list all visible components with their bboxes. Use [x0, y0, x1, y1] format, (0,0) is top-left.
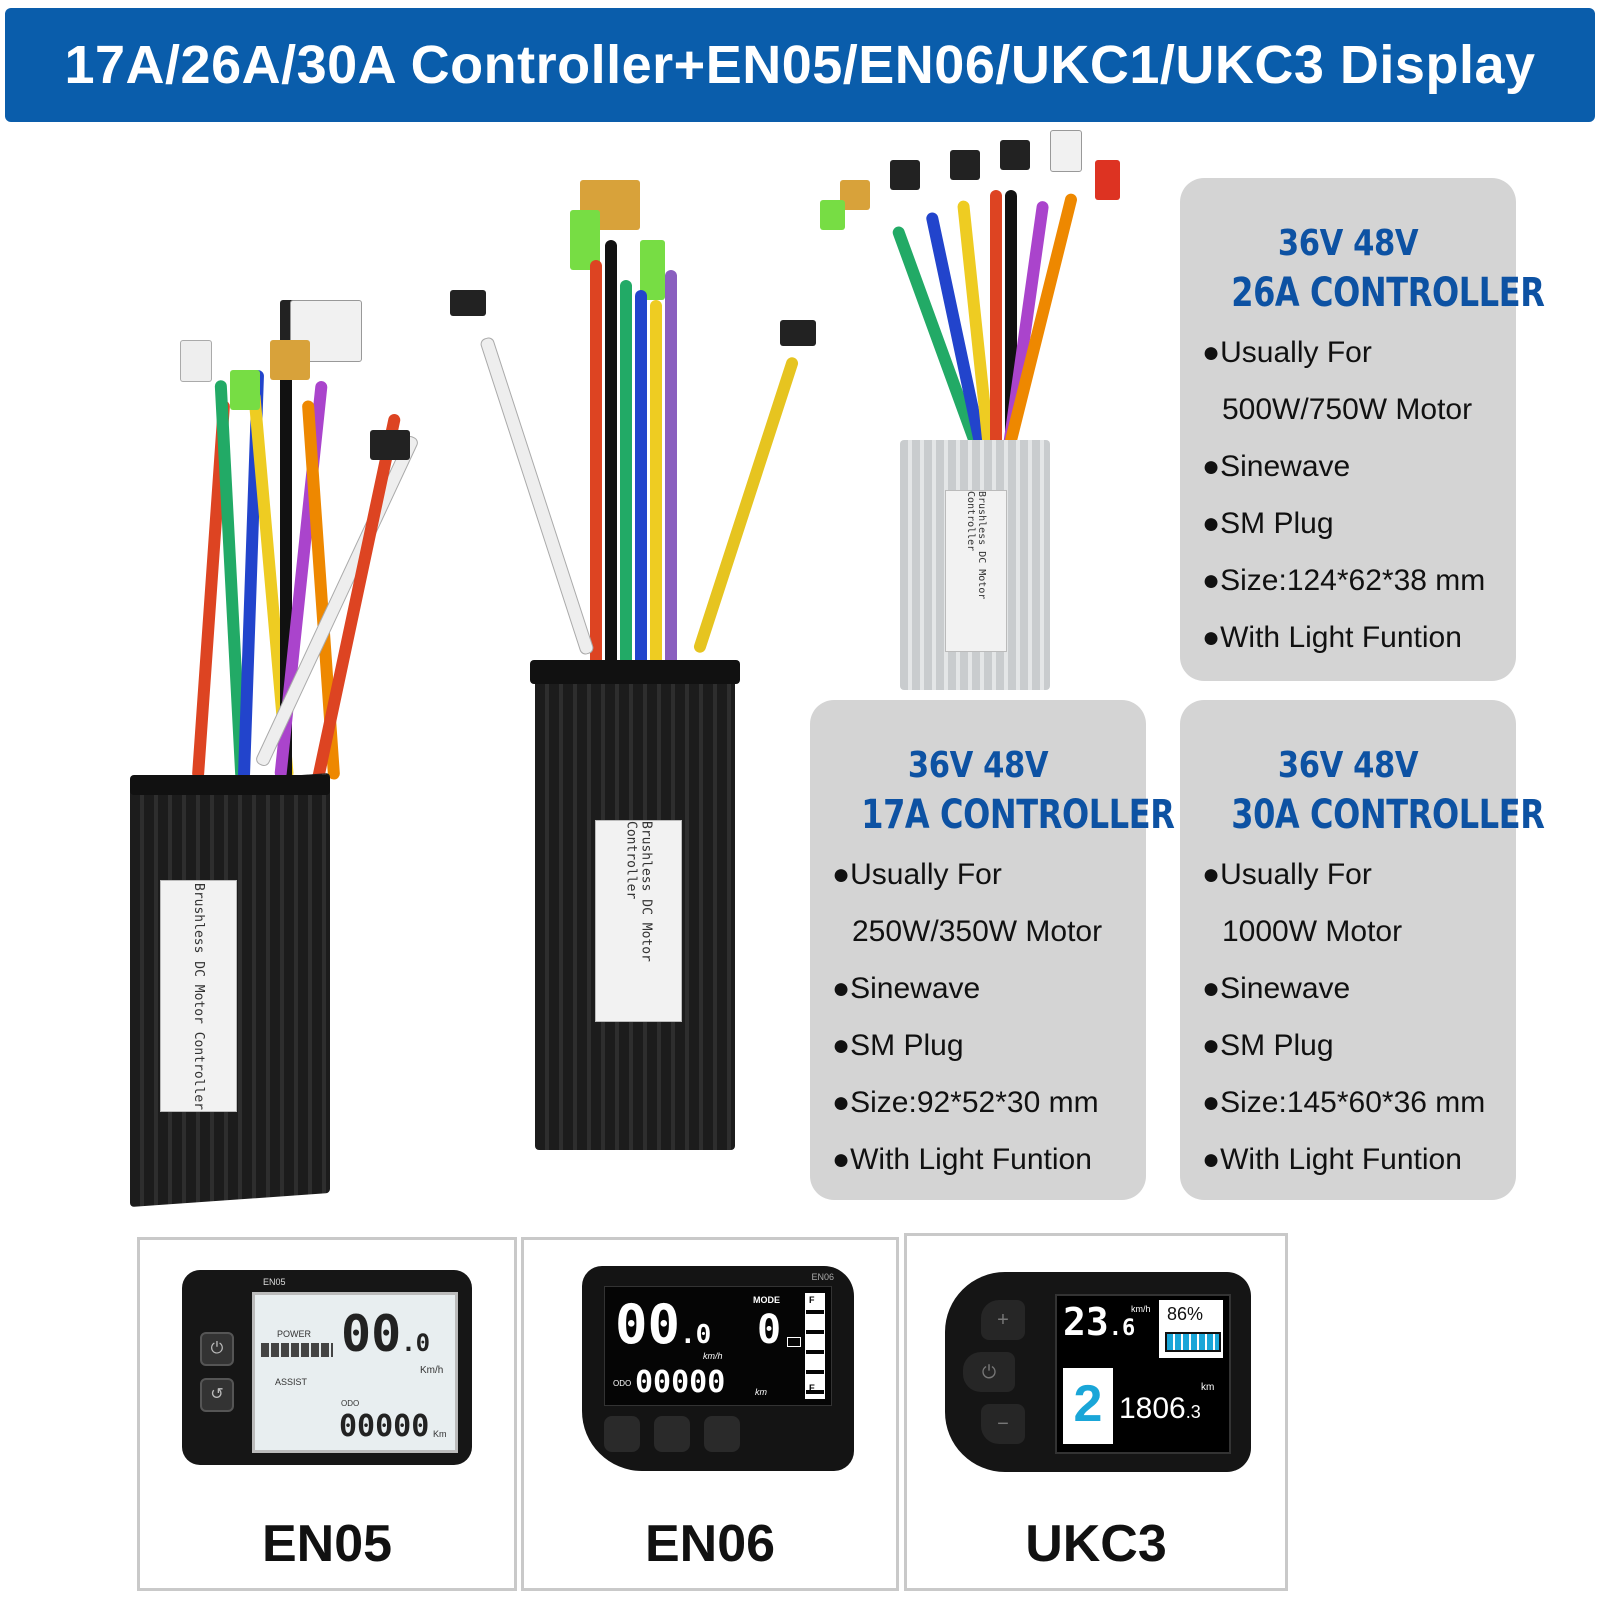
fuel-gauge — [805, 1293, 825, 1399]
controller-photo-middle: Brushless DC Motor Controller — [440, 180, 820, 1180]
card-voltage: 36V 48V — [907, 745, 1049, 786]
card-title: 17A CONTROLLER — [861, 792, 1175, 838]
spec-item: ●With Light Funtion — [1202, 1143, 1462, 1176]
odo-label: ODO — [613, 1379, 632, 1388]
spec-item: ●With Light Funtion — [832, 1143, 1092, 1176]
spec-card-17a: 36V 48V 17A CONTROLLER ●Usually For 250W… — [810, 700, 1175, 1200]
ukc3-odometer: 1806.3 — [1119, 1392, 1201, 1425]
button-icon — [654, 1416, 690, 1452]
en06-speed-unit: km/h — [703, 1351, 723, 1361]
en06-odometer: 00000 — [635, 1365, 726, 1400]
controller-label-left: Brushless DC Motor Controller — [191, 882, 206, 1110]
spec-item: ●With Light Funtion — [1202, 621, 1462, 654]
spec-item: ●Sinewave — [1202, 972, 1351, 1005]
en05-speed-unit: Km/h — [420, 1365, 444, 1376]
spec-item: ●Sinewave — [1202, 450, 1351, 483]
en06-odo-unit: km — [755, 1387, 767, 1397]
en05-speed: 00.0 — [341, 1305, 431, 1363]
spec-item: ●SM Plug — [1202, 1029, 1334, 1062]
spec-item: ●Sinewave — [832, 972, 981, 1005]
power-button-icon: ⏻ — [963, 1352, 1015, 1392]
assist-label: ASSIST — [275, 1377, 308, 1387]
mode-button-icon: ↺ — [200, 1378, 234, 1412]
level-panel: 2 — [1063, 1368, 1113, 1444]
spec-item: ●SM Plug — [832, 1029, 964, 1062]
ukc3-screen: 23.6 km/h 86% 2 1806.3 km — [1055, 1294, 1231, 1454]
power-button-icon: ⏻ — [200, 1332, 234, 1366]
display-card-en06: EN06 00.0 km/h MODE 0 F E ODO 00000 km E… — [521, 1237, 899, 1591]
controller-photo-silver: Brushless DC Motor Controller — [810, 130, 1140, 700]
en06-screen: 00.0 km/h MODE 0 F E ODO 00000 km — [604, 1286, 832, 1406]
button-icon — [604, 1416, 640, 1452]
spec-item: ●SM Plug — [1202, 507, 1334, 540]
spec-item: ●Usually For — [1202, 336, 1372, 369]
en05-odometer: 00000 — [339, 1409, 430, 1444]
battery-icon — [1165, 1332, 1221, 1352]
en06-speed: 00.0 — [615, 1293, 712, 1356]
ukc3-assist-level: 2 — [1073, 1375, 1103, 1433]
minus-button-icon: − — [981, 1404, 1025, 1444]
en05-screen: EN05 POWER ASSIST 00.0 Km/h ODO 00000 Km — [252, 1277, 458, 1453]
battery-panel: 86% — [1159, 1300, 1223, 1358]
spec-item: ●Usually For — [832, 858, 1002, 891]
spec-item: ●Size:92*52*30 mm — [832, 1086, 1099, 1119]
ukc3-display-device: + ⏻ − 23.6 km/h 86% 2 1806.3 km — [945, 1272, 1251, 1472]
controller-label-silver: Brushless DC Motor Controller — [965, 491, 987, 600]
ukc3-battery: 86% — [1167, 1304, 1204, 1324]
card-title: 26A CONTROLLER — [1231, 270, 1545, 316]
en05-model-label: EN05 — [263, 1277, 286, 1287]
display-name: EN06 — [644, 1515, 776, 1573]
battery-icon — [787, 1337, 801, 1347]
banner-title: 17A/26A/30A Controller+EN05/EN06/UKC1/UK… — [64, 35, 1536, 95]
fuel-top-label: F — [809, 1295, 815, 1305]
title-banner: 17A/26A/30A Controller+EN05/EN06/UKC1/UK… — [5, 8, 1595, 122]
en05-odo-unit: Km — [433, 1429, 447, 1439]
en05-display-device: ⏻ ↺ EN05 POWER ASSIST 00.0 Km/h ODO 0000… — [182, 1270, 472, 1465]
button-icon — [704, 1416, 740, 1452]
card-voltage: 36V 48V — [1277, 223, 1419, 264]
controller-photo-left: Brushless DC Motor Controller — [120, 280, 420, 1220]
ukc3-speed-unit: km/h — [1131, 1304, 1151, 1314]
spec-item: 1000W Motor — [1222, 915, 1403, 948]
mode-label: MODE — [753, 1295, 780, 1305]
plus-button-icon: + — [981, 1300, 1025, 1340]
en06-model-label: EN06 — [811, 1272, 834, 1282]
power-bar — [261, 1343, 333, 1357]
card-voltage: 36V 48V — [1277, 745, 1419, 786]
spec-item: ●Size:145*60*36 mm — [1202, 1086, 1486, 1119]
fuel-bottom-label: E — [809, 1383, 816, 1393]
spec-item: 500W/750W Motor — [1222, 393, 1473, 426]
spec-item: ●Usually For — [1202, 858, 1372, 891]
power-label: POWER — [277, 1329, 312, 1339]
spec-card-30a: 36V 48V 30A CONTROLLER ●Usually For 1000… — [1180, 700, 1545, 1200]
controller-label-middle: Brushless DC Motor Controller — [623, 821, 654, 962]
display-card-ukc3: + ⏻ − 23.6 km/h 86% 2 1806.3 km UKC3 — [904, 1233, 1288, 1591]
spec-card-26a: 36V 48V 26A CONTROLLER ●Usually For 500W… — [1180, 178, 1545, 681]
spec-item: 250W/350W Motor — [852, 915, 1103, 948]
ukc3-speed: 23.6 — [1063, 1300, 1136, 1344]
ukc3-odo-unit: km — [1201, 1382, 1215, 1393]
en06-mode: 0 — [757, 1307, 782, 1353]
en06-display-device: EN06 00.0 km/h MODE 0 F E ODO 00000 km — [582, 1266, 854, 1471]
display-name: EN05 — [261, 1515, 393, 1573]
spec-item: ●Size:124*62*38 mm — [1202, 564, 1486, 597]
card-title: 30A CONTROLLER — [1231, 792, 1545, 838]
odo-label: ODO — [341, 1399, 360, 1408]
display-card-en05: ⏻ ↺ EN05 POWER ASSIST 00.0 Km/h ODO 0000… — [137, 1237, 517, 1591]
display-name: UKC3 — [1025, 1515, 1167, 1573]
